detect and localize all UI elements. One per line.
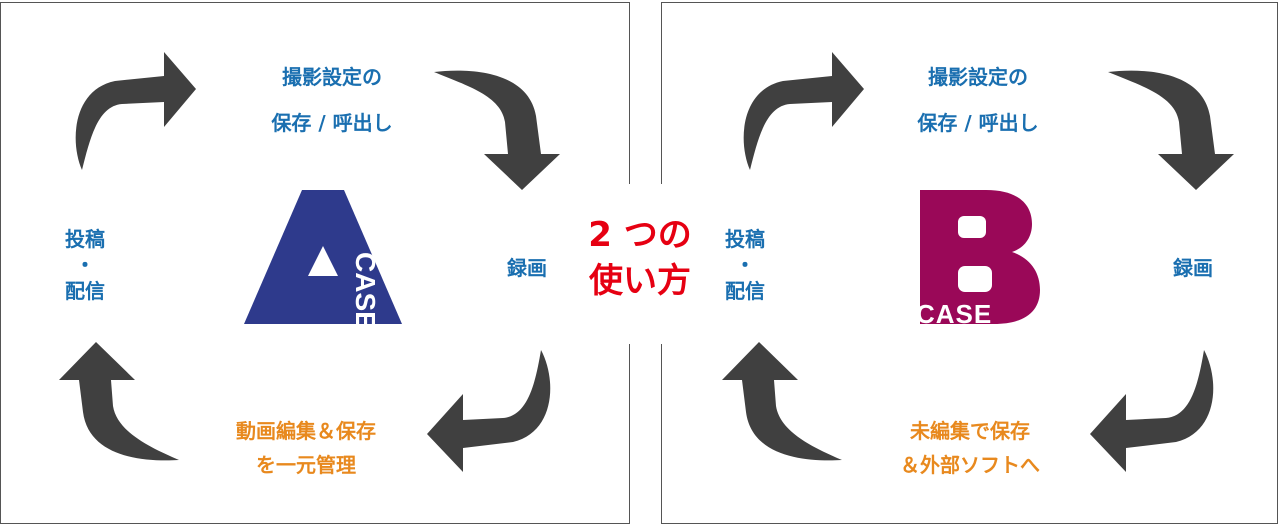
case-b-logo: CASE B: [916, 190, 1046, 326]
case-a-logo: CASE A: [244, 190, 404, 326]
curved-arrow-up-icon: [722, 342, 842, 461]
curved-arrow-right-icon: [75, 52, 196, 170]
curved-arrow-left-icon: [1090, 350, 1214, 472]
curved-arrow-down-icon: [434, 70, 560, 190]
case-b-step-save: 未編集で保存 ＆外部ソフトへ: [900, 419, 1040, 477]
center-gap: [566, 184, 714, 344]
case-b-logo-shape: [920, 190, 1040, 324]
case-b-logo-word: CASE: [916, 299, 992, 326]
curved-arrow-left-icon: [427, 350, 551, 472]
case-b-step-record: 録画: [1173, 256, 1213, 280]
case-b-step-post: 投稿 ・ 配信: [725, 227, 765, 303]
curved-arrow-down-icon: [1108, 70, 1234, 190]
center-title: 2 つの 使い方: [588, 215, 692, 301]
case-a-step-record: 録画: [507, 256, 547, 280]
curved-arrow-up-icon: [59, 342, 179, 461]
case-a-step-edit: 動画編集＆保存 を一元管理: [236, 419, 376, 477]
case-a-logo-word: CASE: [350, 252, 381, 326]
case-b-step-settings: 撮影設定の 保存 / 呼出し: [917, 65, 1039, 135]
case-a-step-post: 投稿 ・ 配信: [65, 227, 105, 303]
case-a-step-settings: 撮影設定の 保存 / 呼出し: [271, 65, 393, 135]
curved-arrow-right-icon: [743, 52, 864, 170]
